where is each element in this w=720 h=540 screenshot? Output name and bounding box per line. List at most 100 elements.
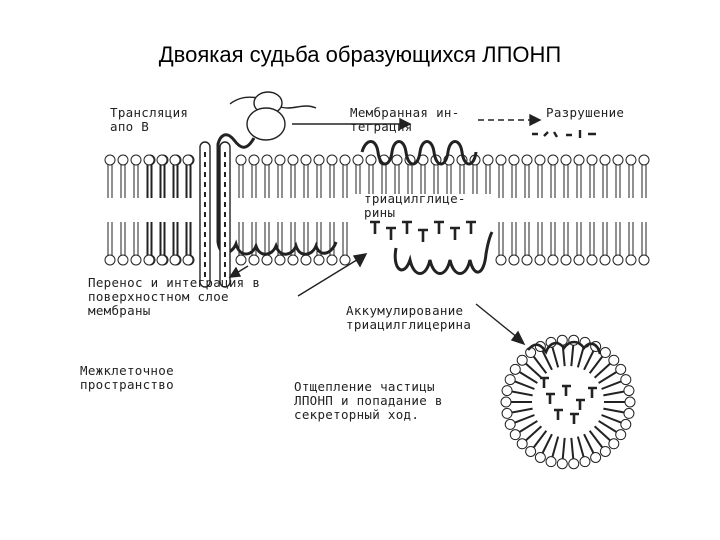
lipid-molecule <box>300 222 312 266</box>
particle-lipid <box>601 414 632 430</box>
lipid-molecule <box>169 154 181 198</box>
lipid-molecule <box>638 222 650 266</box>
ribosome <box>229 91 317 141</box>
lipid-molecule <box>417 154 429 194</box>
lipid-molecule <box>599 222 611 266</box>
lipid-molecule <box>287 154 299 198</box>
particle-lipid <box>500 396 532 408</box>
lipid-molecule <box>300 154 312 198</box>
lipid-molecule <box>339 222 351 266</box>
lipid-molecule <box>130 222 142 266</box>
lipid-molecule <box>261 222 273 266</box>
vldl-particle <box>500 334 636 470</box>
triglyceride-marks <box>370 220 476 242</box>
lipid-molecule <box>274 154 286 198</box>
lipid-molecule <box>508 222 520 266</box>
lipid-molecule <box>534 222 546 266</box>
lipid-molecule <box>104 222 116 266</box>
label-triglycerides: триацилглице- рины <box>364 191 466 220</box>
lipid-molecule <box>104 154 116 198</box>
lipid-molecule <box>339 154 351 198</box>
particle-lipid <box>545 336 560 368</box>
particle-lipid <box>601 374 632 390</box>
lipid-molecule <box>521 154 533 198</box>
lipid-molecule <box>182 154 194 198</box>
particle-lipid <box>556 334 568 367</box>
label-degradation: Разрушение <box>546 105 625 120</box>
lipid-molecule <box>130 154 142 198</box>
particle-lipid <box>598 420 627 441</box>
lipid-molecule <box>156 222 168 266</box>
particle-lipid <box>501 407 533 419</box>
label-intercellular: Межклеточное пространство <box>80 363 174 392</box>
particle-lipid <box>504 414 535 430</box>
label-accumulation: Аккумулирование триацилглицерина <box>346 303 472 332</box>
lipid-molecule <box>248 154 260 198</box>
lipid-molecule <box>443 154 455 194</box>
lipid-molecule <box>547 154 559 198</box>
particle-lipid <box>509 420 538 441</box>
particle-core-triglycerides <box>540 376 597 424</box>
lipid-molecule <box>117 222 129 266</box>
lipid-molecule <box>313 154 325 198</box>
vldl-diagram: Трансляция апо В Мембранная ин- теграция… <box>80 82 660 482</box>
lipid-molecule <box>599 154 611 198</box>
lipid-molecule <box>573 154 585 198</box>
lipid-molecule <box>534 154 546 198</box>
lipid-molecule <box>495 222 507 266</box>
lipid-molecule <box>625 154 637 198</box>
lipid-molecule <box>391 154 403 194</box>
particle-lipid <box>556 437 568 470</box>
lipid-molecule <box>560 222 572 266</box>
lipid-molecule <box>625 222 637 266</box>
lipid-molecule <box>521 222 533 266</box>
apo-b-chain <box>216 133 338 256</box>
lipid-bilayer <box>104 154 650 266</box>
arrow-to-accumulation <box>297 257 361 297</box>
lipid-molecule <box>248 222 260 266</box>
particle-lipid <box>516 425 543 450</box>
particle-lipid <box>568 334 580 367</box>
lipid-molecule <box>326 154 338 198</box>
lipid-molecule <box>143 222 155 266</box>
degradation-fragments <box>532 130 596 138</box>
particle-lipid <box>598 363 627 384</box>
lipid-molecule <box>169 222 181 266</box>
lipid-molecule <box>156 154 168 198</box>
particle-lipid <box>603 407 635 419</box>
lipid-molecule <box>612 154 624 198</box>
particle-lipid <box>509 363 538 384</box>
lipid-molecule <box>547 222 559 266</box>
particle-lipid <box>516 354 543 379</box>
particle-lipid <box>604 396 636 408</box>
lipid-molecule <box>235 154 247 198</box>
particle-lipid <box>593 425 620 450</box>
label-transfer: Перенос и интеграция в поверхностном сло… <box>88 275 261 318</box>
particle-lipid <box>568 437 580 470</box>
lipid-molecule <box>235 222 247 266</box>
slide-title: Двоякая судьба образующихся ЛПОНП <box>158 42 562 67</box>
lipid-molecule <box>638 154 650 198</box>
particle-lipid <box>534 433 553 464</box>
lipid-molecule <box>508 154 520 198</box>
lipid-molecule <box>612 222 624 266</box>
particle-lipid <box>603 385 635 397</box>
membrane-channels <box>199 141 231 288</box>
particle-lipid <box>588 430 611 457</box>
lipid-molecule <box>586 154 598 198</box>
lipid-molecule <box>495 154 507 198</box>
particle-lipid <box>545 436 560 468</box>
label-translation: Трансляция апо В <box>110 105 189 134</box>
lipid-molecule <box>261 154 273 198</box>
arrows <box>228 113 542 346</box>
particle-lipid <box>576 436 591 468</box>
lipid-molecule <box>573 222 585 266</box>
lipid-molecule <box>143 154 155 198</box>
label-budding: Отщепление частицы ЛПОНП и попадание в с… <box>294 379 443 422</box>
membrane-diagram-svg <box>104 91 650 470</box>
lipid-molecule <box>182 222 194 266</box>
lipid-molecule <box>482 154 494 194</box>
lipid-molecule <box>313 222 325 266</box>
ribosome-large-subunit <box>246 107 286 141</box>
particle-lipid <box>525 430 548 457</box>
